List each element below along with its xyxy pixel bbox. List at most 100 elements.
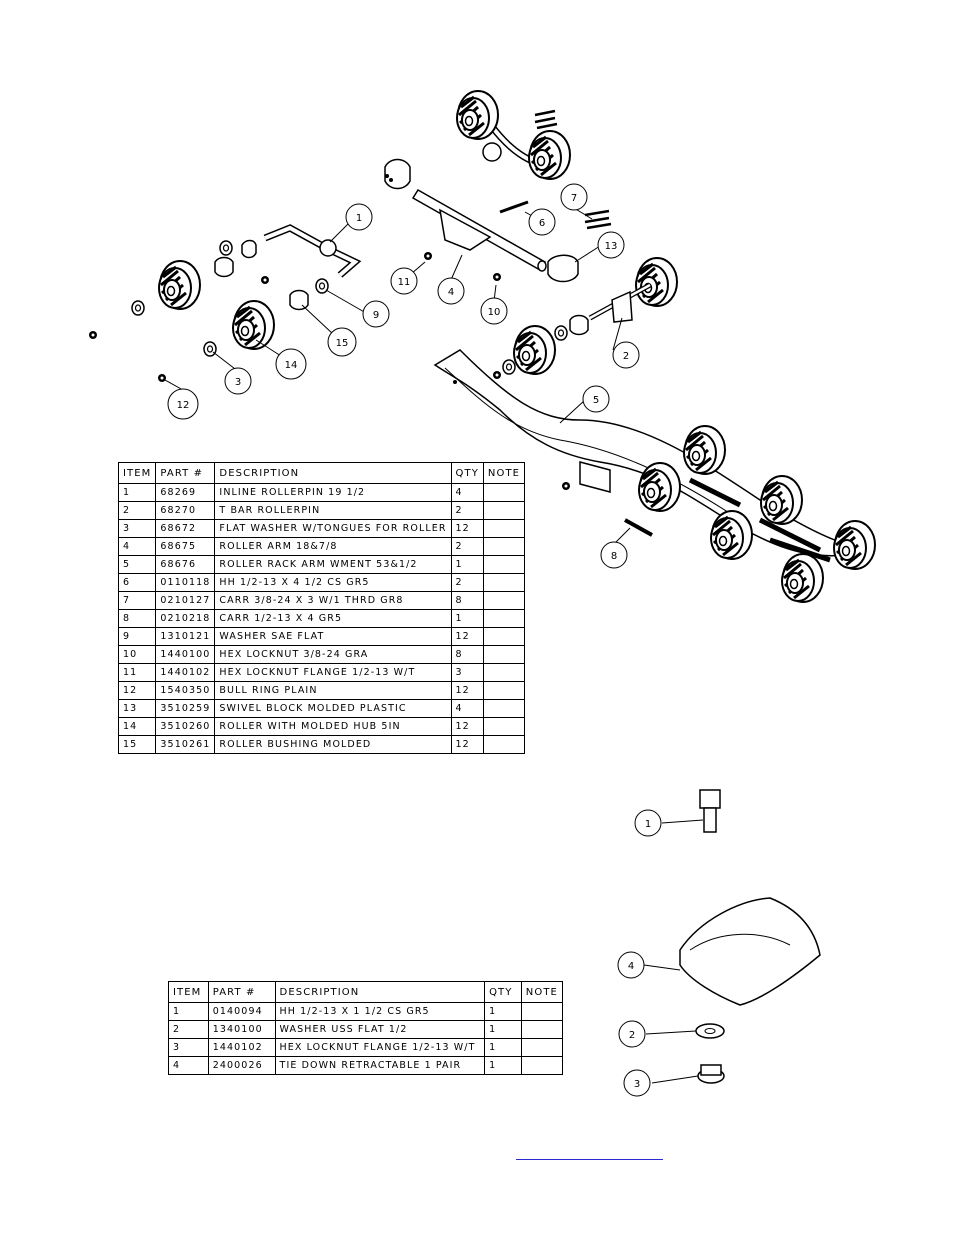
col-qty: QTY <box>450 462 484 484</box>
table-cell: 9 <box>117 627 157 646</box>
callout-14: 14 <box>285 360 298 371</box>
table-cell: 1440100 <box>155 645 216 664</box>
callout-6: 6 <box>539 218 545 229</box>
table-cell: 8 <box>450 645 484 664</box>
tie-down-icon <box>679 897 821 1006</box>
table-cell: HH 1/2-13 X 1 1/2 CS GR5 <box>274 1002 486 1021</box>
inline-rollerpin-group <box>89 224 432 382</box>
table-cell: 1310121 <box>155 627 216 646</box>
col-description: DESCRIPTION <box>274 981 486 1003</box>
table-cell <box>482 663 526 682</box>
callout-12: 12 <box>177 400 190 411</box>
table-cell: 12 <box>450 717 484 736</box>
callout-circles <box>167 183 662 1097</box>
table-cell: 12 <box>450 681 484 700</box>
table-cell: 3 <box>450 663 484 682</box>
table-cell: 2 <box>450 573 484 592</box>
table-cell: 0210127 <box>155 591 216 610</box>
table-cell: 68270 <box>155 501 216 520</box>
col-item: ITEM <box>168 981 209 1003</box>
table-cell: 3510261 <box>155 735 216 754</box>
table-cell: 14 <box>117 717 157 736</box>
table-cell: ROLLER ARM 18&7/8 <box>214 537 452 556</box>
table-cell: 10 <box>117 645 157 664</box>
table-cell <box>482 645 526 664</box>
table-cell: 0110118 <box>155 573 216 592</box>
table-cell <box>520 1002 564 1021</box>
table-cell: 12 <box>117 681 157 700</box>
table-cell <box>482 501 526 520</box>
table-cell: 12 <box>450 519 484 538</box>
table-cell <box>520 1056 564 1075</box>
table-cell <box>520 1038 564 1057</box>
table-cell <box>482 573 526 592</box>
table-cell: 1 <box>117 483 157 502</box>
table-cell: WASHER SAE FLAT <box>214 627 452 646</box>
callout-7: 7 <box>571 193 577 204</box>
table-cell: HEX LOCKNUT FLANGE 1/2-13 W/T <box>274 1038 486 1057</box>
table-cell: 5 <box>117 555 157 574</box>
table-cell: 1440102 <box>207 1038 276 1057</box>
washer-icon <box>695 1023 725 1039</box>
tbar-roller-group <box>493 256 679 379</box>
table-cell: 1540350 <box>155 681 216 700</box>
callout-8: 8 <box>611 551 617 562</box>
col-description: DESCRIPTION <box>214 462 452 484</box>
table-cell: 2 <box>450 537 484 556</box>
table-cell: WASHER USS FLAT 1/2 <box>274 1020 486 1039</box>
table-cell <box>520 1020 564 1039</box>
hyperlink-underline[interactable] <box>516 1159 663 1160</box>
table-cell: 1440102 <box>155 663 216 682</box>
roller-assembly-top <box>455 89 572 181</box>
table-cell: 8 <box>450 591 484 610</box>
roller-rack-arm <box>433 349 877 604</box>
table-cell: 8 <box>117 609 157 628</box>
detail-callout-2: 2 <box>629 1030 635 1041</box>
table-cell: 3 <box>168 1038 209 1057</box>
callout-15: 15 <box>336 338 349 349</box>
callout-3: 3 <box>235 377 241 388</box>
table-cell: 68269 <box>155 483 216 502</box>
table-cell: FLAT WASHER W/TONGUES FOR ROLLER <box>214 519 452 538</box>
table-cell <box>482 537 526 556</box>
callout-4: 4 <box>448 287 454 298</box>
roller-arm <box>384 158 612 283</box>
table-cell: 68676 <box>155 555 216 574</box>
table-cell <box>482 681 526 700</box>
table-cell <box>482 699 526 718</box>
table-cell: HEX LOCKNUT 3/8-24 GRA <box>214 645 452 664</box>
table-header-row: ITEM PART # DESCRIPTION QTY NOTE <box>168 981 564 1003</box>
table-cell: 0210218 <box>155 609 216 628</box>
table-cell: 11 <box>117 663 157 682</box>
detail-callout-4: 4 <box>628 961 634 972</box>
col-qty: QTY <box>484 981 522 1003</box>
table-cell: ROLLER WITH MOLDED HUB 5IN <box>214 717 452 736</box>
table-cell: 13 <box>117 699 157 718</box>
detail-callout-1: 1 <box>645 819 651 830</box>
table-cell: 0140094 <box>207 1002 276 1021</box>
table-cell <box>482 717 526 736</box>
table-cell: INLINE ROLLERPIN 19 1/2 <box>214 483 452 502</box>
table-header-row: ITEM PART # DESCRIPTION QTY NOTE <box>117 462 526 484</box>
table-cell: 1 <box>484 1002 522 1021</box>
col-item: ITEM <box>117 462 157 484</box>
table-cell: 12 <box>450 627 484 646</box>
table-cell: 1 <box>484 1038 522 1057</box>
table-cell: 3510260 <box>155 717 216 736</box>
table-cell: SWIVEL BLOCK MOLDED PLASTIC <box>214 699 452 718</box>
callout-5: 5 <box>593 395 599 406</box>
callout-2: 2 <box>623 351 629 362</box>
